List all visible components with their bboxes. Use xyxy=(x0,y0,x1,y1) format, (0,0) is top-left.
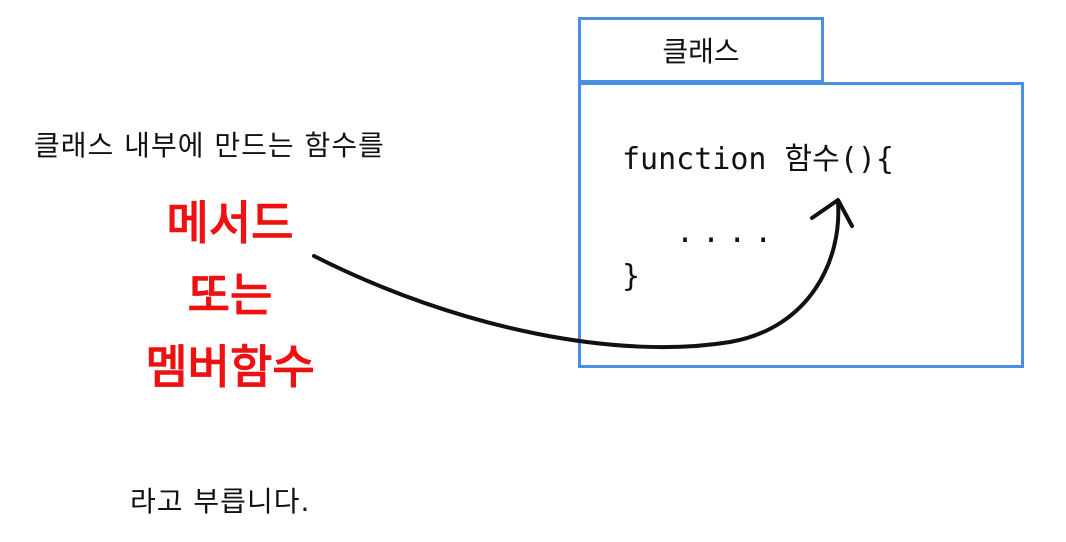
code-line-function: function 함수(){ xyxy=(622,142,894,177)
outro-text: 라고 부릅니다. xyxy=(130,485,311,518)
code-line-ellipsis: .... xyxy=(676,215,781,250)
arrow-curve-path xyxy=(312,200,841,350)
intro-text: 클래스 내부에 만드는 함수를 xyxy=(34,129,385,162)
term-or: 또는 xyxy=(187,268,273,322)
class-box-body xyxy=(578,82,1024,368)
class-box-tab: 클래스 xyxy=(578,17,824,83)
term-member-function: 멤버함수 xyxy=(145,340,315,394)
class-box-title: 클래스 xyxy=(662,35,740,68)
term-method: 메서드 xyxy=(166,196,294,250)
arrow-head-icon xyxy=(810,198,854,228)
code-line-close-brace: } xyxy=(622,259,641,294)
